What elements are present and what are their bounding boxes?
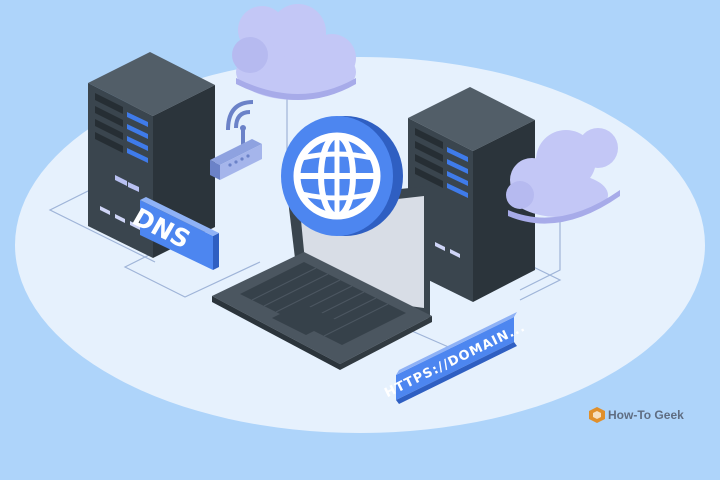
how-to-geek-logo: How-To Geek [589,407,684,423]
globe-icon [281,116,403,236]
laptop-trackpad [272,303,336,335]
cloud-icon-right [506,128,620,224]
server-vent-slots [95,93,123,153]
cloud-icon [232,4,356,100]
server-status-lights [127,112,148,163]
brand-text: How-To Geek [608,408,684,422]
router-wifi-icon [210,100,262,180]
laptop-keyboard [240,262,406,345]
dns-label: DNS [127,197,219,270]
